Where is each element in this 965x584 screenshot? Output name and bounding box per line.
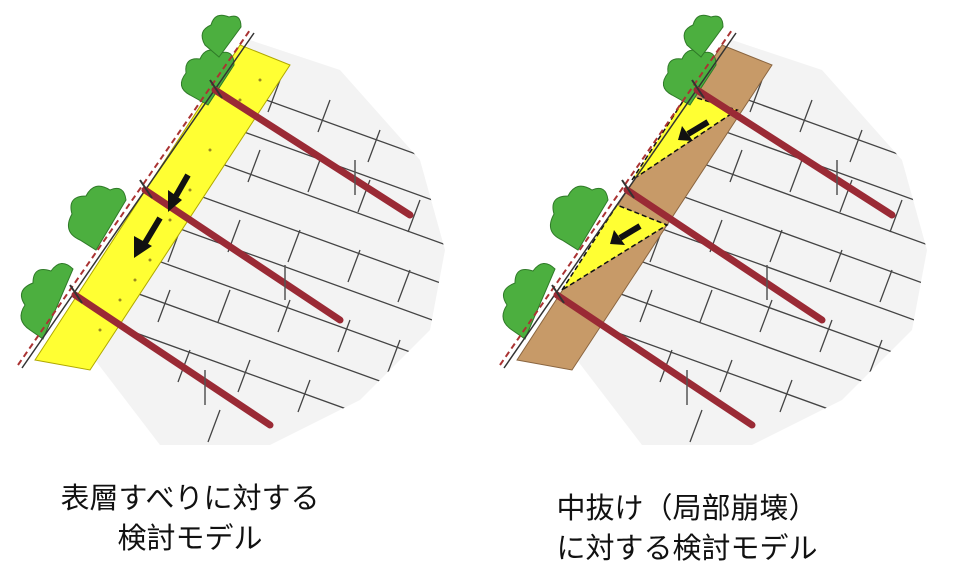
local-collapse-diagram [499,14,927,445]
anchor-bar [211,86,414,219]
rock-mass [95,40,445,445]
anchor-bar [623,186,826,324]
anchor-plates [551,79,705,304]
left-model-panel: 表層すべりに対する 検討モデル [0,0,482,584]
caption-line-2: 検討モデル [117,521,263,555]
rock-bolts [204,160,356,405]
caption-line-1: 中抜け（局部崩壊） [556,491,818,525]
right-model-panel: 中抜け（局部崩壊） に対する検討モデル [482,0,964,584]
anchor-bar [71,291,274,429]
anchor-bar [553,291,756,429]
soil-dots [98,78,262,332]
right-caption: 中抜け（局部崩壊） に対する検討モデル [522,488,852,568]
collapse-wedge-lower [561,204,669,291]
anchor-bar [693,86,896,219]
down-slope-arrow-icon [610,223,642,245]
down-slope-arrow-icon [134,216,163,258]
surface-slip-layer [34,44,291,371]
caption-line-1: 表層すべりに対する [60,481,320,515]
down-slope-arrow-icon [678,119,710,141]
surface-slip-diagram [17,14,445,445]
vegetation [20,14,242,340]
caption-line-2: に対する検討モデル [556,531,818,565]
down-slope-arrow-icon [168,173,191,212]
anchor-plates [69,79,223,304]
rock-mass [577,40,927,445]
vegetation [502,14,724,340]
anchor-bar [141,186,344,324]
left-caption: 表層すべりに対する 検討モデル [35,478,345,558]
anchor-bars [553,86,896,429]
slope-facing [17,29,251,366]
anchor-bars [71,86,414,429]
rock-bolts [686,160,838,405]
